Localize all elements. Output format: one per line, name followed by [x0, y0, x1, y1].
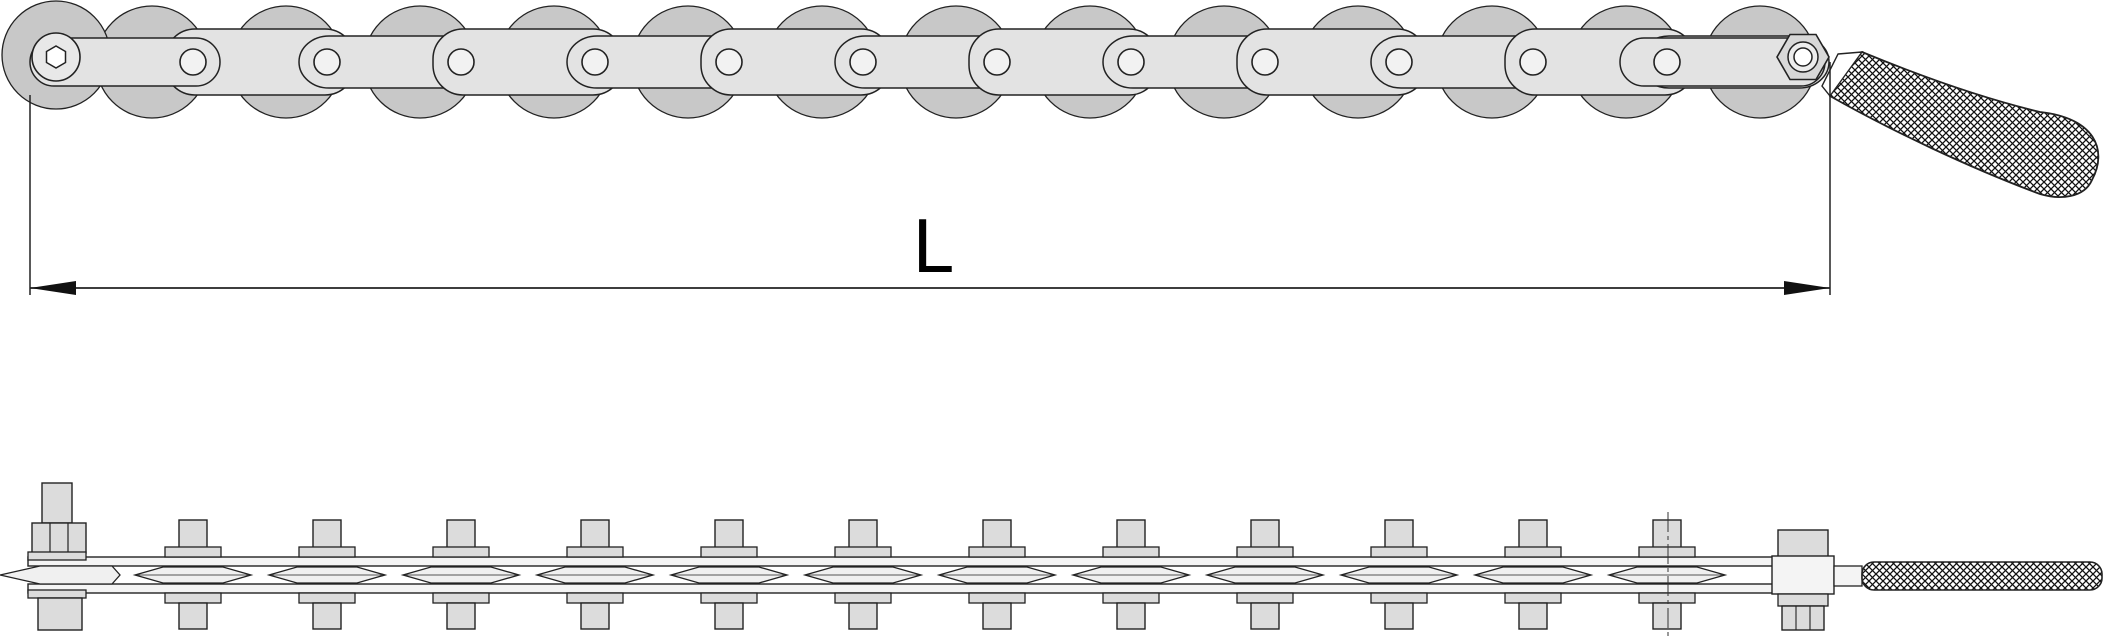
pin-washer-top [1370, 546, 1428, 558]
pin-washer-bottom [1236, 592, 1294, 604]
bolt-shank-top [41, 482, 73, 524]
link-pin [983, 48, 1011, 76]
pin-washer-bottom [968, 592, 1026, 604]
pin-washer-top [432, 546, 490, 558]
link-pin [849, 48, 877, 76]
pin-washer-bottom [1504, 592, 1562, 604]
hex-socket-icon [45, 45, 67, 69]
link-pin [1385, 48, 1413, 76]
pin-end-top [312, 519, 342, 549]
pin-washer-top [164, 546, 222, 558]
bolt-washer-bottom [27, 589, 87, 599]
pin-end-top [1652, 519, 1682, 549]
pin-washer-bottom [834, 592, 892, 604]
pin-washer-bottom [700, 592, 758, 604]
handle-grip [1828, 50, 2100, 198]
pin-washer-bottom [298, 592, 356, 604]
pin-end-top [446, 519, 476, 549]
link-pin [1653, 48, 1681, 76]
handle-block-top [1777, 529, 1829, 559]
pin-washer-top [968, 546, 1026, 558]
handle-grip-side [1861, 561, 2103, 591]
pin-washer-top [566, 546, 624, 558]
bolt-nut [31, 522, 87, 554]
side-bar-top [27, 556, 1829, 567]
pin-end-bottom [1518, 602, 1548, 630]
bolt-head-bottom [37, 597, 83, 631]
pin-end-top [1116, 519, 1146, 549]
pin-end-bottom [1250, 602, 1280, 630]
pin-end-top [982, 519, 1012, 549]
pin-end-top [580, 519, 610, 549]
pin-end-top [178, 519, 208, 549]
link-pin [313, 48, 341, 76]
pin-end-top [848, 519, 878, 549]
pin-end-top [1250, 519, 1280, 549]
handle-nut [1781, 605, 1825, 631]
dimension-label: L [912, 205, 952, 289]
pin-end-top [1518, 519, 1548, 549]
link-pin [1251, 48, 1279, 76]
link-pin [1117, 48, 1145, 76]
chain-link-plates-top-view [29, 28, 1830, 96]
link-pin [715, 48, 743, 76]
pin-washer-top [1102, 546, 1160, 558]
link-pin [447, 48, 475, 76]
pin-washer-bottom [1638, 592, 1696, 604]
link-pin [581, 48, 609, 76]
pin-end-bottom [982, 602, 1012, 630]
chain-side-view [0, 482, 2103, 636]
pin-washer-top [1236, 546, 1294, 558]
handle-block [1771, 555, 1835, 595]
pin-washer-bottom [566, 592, 624, 604]
length-dimension: L [29, 62, 1831, 295]
dimension-arrow-right [1784, 281, 1830, 295]
link-pin [1519, 48, 1547, 76]
pin-end-bottom [848, 602, 878, 630]
pin-end-bottom [714, 602, 744, 630]
pin-end-bottom [1116, 602, 1146, 630]
pin-end-bottom [1384, 602, 1414, 630]
pin-end-bottom [446, 602, 476, 630]
bolt-washer-top [27, 551, 87, 561]
nut-bore [1793, 47, 1813, 67]
pin-washer-bottom [164, 592, 222, 604]
chain-end-fittings-top-view [31, 32, 2100, 198]
pin-end-bottom [1652, 602, 1682, 630]
pin-washer-bottom [1102, 592, 1160, 604]
dimension-arrow-left [30, 281, 76, 295]
pin-washer-top [1638, 546, 1696, 558]
pin-end-top [1384, 519, 1414, 549]
handle-shaft [1833, 565, 1863, 587]
pin-washer-bottom [432, 592, 490, 604]
pin-end-bottom [178, 602, 208, 630]
pin-end-bottom [580, 602, 610, 630]
pin-washer-top [1504, 546, 1562, 558]
end-cutter-wheel [0, 565, 121, 585]
pin-washer-top [298, 546, 356, 558]
pin-washer-top [834, 546, 892, 558]
pin-end-top [714, 519, 744, 549]
side-bar-bottom [27, 583, 1829, 594]
pin-washer-bottom [1370, 592, 1428, 604]
pin-washer-top [700, 546, 758, 558]
link-pin [179, 48, 207, 76]
handle-nut-washer [1777, 593, 1829, 607]
pin-end-bottom [312, 602, 342, 630]
